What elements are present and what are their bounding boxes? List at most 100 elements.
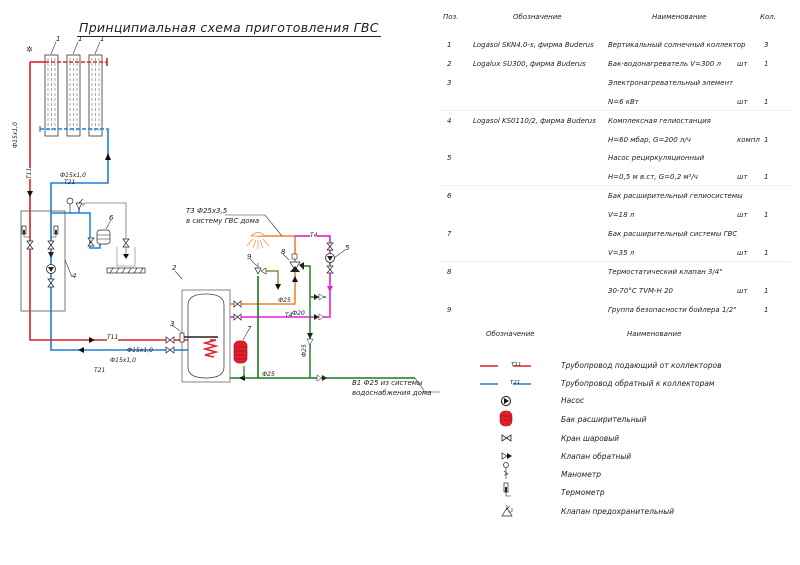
drain-arrow-icon: [275, 284, 281, 290]
spec-pos-cell: 6: [447, 192, 452, 201]
spec-pos-cell: 8: [447, 267, 452, 276]
spec-name-cell: Термостатический клапан 3/4": [608, 267, 723, 276]
flow-arrow-icon: [27, 191, 33, 197]
spec-qty-cell: 1: [764, 248, 769, 257]
spec-pos-cell: 5: [447, 154, 452, 163]
header-qty: Кол.: [760, 13, 776, 21]
expansion-tank-7: [233, 340, 248, 378]
b1-src-label: водоснабжения дома: [352, 389, 432, 397]
safety-drain-pipe: [266, 270, 279, 286]
ball-valve-icon: [47, 240, 55, 250]
legend-symbols: [480, 365, 531, 517]
ball-valve-icon: [122, 238, 130, 248]
safety-group-icon: [254, 263, 267, 275]
header-name: Наименование: [652, 13, 707, 21]
b1-leader: [414, 377, 440, 393]
t4-label: Т4: [285, 312, 293, 319]
return-symbol-label: Т21: [510, 380, 521, 386]
spec-name-cell: Насос рециркуляционный: [608, 154, 705, 163]
legend-header-designation: Обозначение: [486, 330, 535, 338]
spec-designation-cell: Logalux SU300, фирма Buderus: [473, 59, 586, 68]
check-valve-icon: [306, 338, 314, 346]
flow-arrow-icon: [105, 153, 111, 160]
spec-name-cell: Группа безопасности бойлера 1/2": [608, 305, 737, 314]
position-marker: 3: [170, 320, 175, 328]
position-marker: 8: [281, 248, 286, 256]
leader-line: [333, 249, 346, 259]
spec-designation-cell: Logasol KS0110/2, фирма Buderus: [473, 116, 596, 125]
spec-name-cell: Бак расширительный гелиосистемы: [608, 192, 743, 201]
legend-item-label: Клапан предохранительный: [561, 507, 675, 516]
leader-line: [105, 219, 112, 230]
header-pos: Поз.: [443, 13, 459, 21]
row-divider: [440, 185, 790, 187]
spec-qty-cell: 1: [764, 97, 769, 106]
ball-valve-icon: [47, 278, 55, 288]
spec-name-cell: Вертикальный солнечный коллектор: [608, 41, 746, 49]
position-marker: 7: [247, 325, 252, 333]
scheme-title: Принципиальная схема приготовления ГВС: [77, 20, 381, 37]
leader-line: [64, 259, 73, 278]
vertical-supply-size-label: Ф15х1,0: [12, 122, 19, 148]
position-marker: 2: [172, 264, 177, 272]
d20-label: Ф20: [292, 310, 305, 317]
spec-pos-cell: 9: [447, 305, 452, 314]
pump-icon: [46, 264, 56, 274]
safety-valve-icon: [75, 198, 85, 210]
spec-unit-cell: шт: [737, 211, 748, 220]
legend-item-label: Термометр: [561, 488, 605, 497]
spec-unit-cell: шт: [737, 286, 748, 295]
t3-dest-label: в систему ГВС дома: [186, 217, 260, 225]
manometer-icon: [66, 197, 74, 213]
thermostatic-valve-icon: [289, 253, 304, 272]
flow-arrow-icon: [89, 337, 95, 343]
solar-collector: [66, 54, 81, 137]
spec-pos-cell: 4: [447, 116, 452, 125]
solar-collector: [88, 54, 103, 137]
header-designation: Обозначение: [513, 13, 562, 21]
position-marker: 5: [345, 244, 350, 252]
check-valve-icon: [501, 452, 512, 460]
spec-name-cell: N=6 кВт: [608, 97, 639, 106]
thermometer-icon: [503, 482, 511, 497]
t3-leader: [225, 214, 283, 237]
spec-designation-cell: Logasol SKN4.0-s, фирма Buderus: [473, 41, 594, 49]
water-heater-tank: [179, 289, 231, 383]
t4-label: Т4: [310, 232, 318, 239]
flow-arrow-icon: [307, 333, 313, 339]
legend-item-label: Трубопровод подающий от коллекторов: [561, 361, 722, 370]
leader-line: [174, 270, 183, 280]
t11-vertical-label: Т11: [26, 167, 33, 179]
legend-item-label: Насос: [561, 396, 585, 405]
recirculation-pipe-t4: [230, 235, 331, 318]
ball-valve-icon: [165, 336, 175, 344]
ball-valve-icon: [165, 346, 175, 354]
pump-icon: [501, 396, 511, 406]
ball-valve-icon: [233, 313, 242, 321]
spec-name-cell: Бак-водонагреватель V=300 л: [608, 59, 722, 68]
ball-valve-icon: [326, 242, 334, 251]
spec-pos-cell: 3: [447, 78, 452, 87]
t21-label: Т21: [64, 179, 76, 186]
supply-symbol-label: Т11: [511, 362, 522, 368]
spec-qty-cell: 3: [764, 41, 769, 49]
spec-name-cell: H=0,5 м в.ст, G=0,2 м³/ч: [608, 173, 698, 182]
return-size-label: Ф15х1,0: [110, 357, 136, 364]
position-marker: 6: [109, 214, 114, 222]
spec-name-cell: H=60 мбар, G=200 л/ч: [608, 135, 691, 144]
spec-unit-cell: шт: [737, 173, 748, 182]
air-vent-icon: ✲: [26, 45, 33, 54]
drain-arrow-icon: [123, 254, 129, 259]
spec-unit-cell: компл: [737, 135, 760, 144]
solar-collectors: [44, 41, 103, 137]
expansion-tank-icon: [499, 410, 513, 427]
position-marker: 1: [78, 35, 83, 43]
check-valve-icon: [48, 252, 54, 258]
spec-name-cell: V=18 л: [608, 211, 635, 220]
d25-vertical-label: Ф25: [301, 344, 308, 357]
manometer-icon: [503, 462, 509, 479]
recirculation-pump-icon: [325, 253, 335, 263]
leader-line: [249, 258, 258, 267]
position-marker: 4: [72, 272, 77, 280]
spec-name-cell: 30-70°С TVM-H 20: [608, 286, 673, 295]
